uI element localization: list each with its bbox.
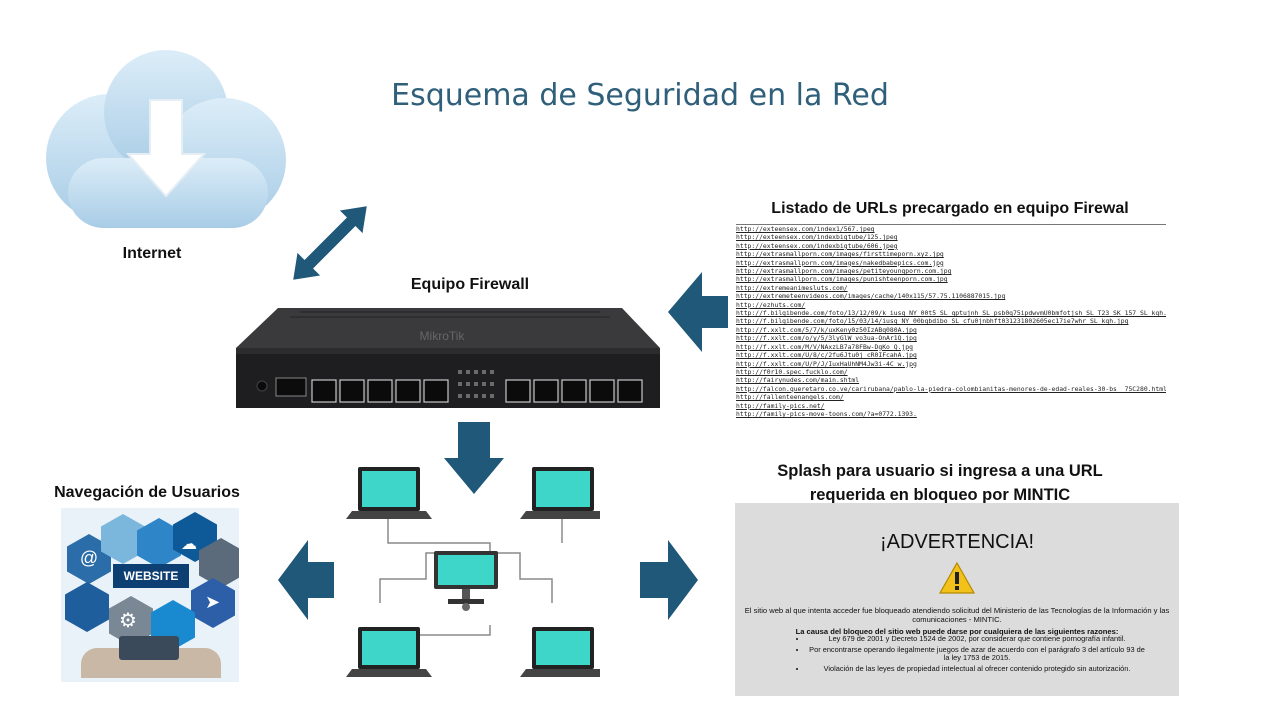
arrow-left-icon [278,540,334,620]
laptop-icon [119,636,179,660]
navigation-label: Navegación de Usuarios [54,484,240,501]
splash-label-line2: requerida en bloqueo por MINTIC [809,486,1071,504]
url-list-item: http://f.xxlt.com/M/V/NAxzLB7a78FBw-DgKo… [736,342,913,351]
diagram-title: Esquema de Seguridad en la Red [391,78,889,113]
arrow-right-icon [640,540,698,620]
warning-icon [939,561,975,594]
url-list-item: http://f.xxlt.com/U/8/c/2fu6Jtu0j_cR0IFc… [736,351,917,360]
at-sign-icon: @ [79,548,99,568]
url-list-item: http://f.xxlt.com/U/P/J/IuxHaUhNM4Jw3i-4… [736,359,917,368]
url-list-item: http://fairynudes.com/main.shtml [736,376,860,385]
cloud-download-icon [46,50,286,228]
url-list-item: http://family-pics.net/ [736,401,825,410]
url-list-item: http://exteensex.com/index1/567.jpeg [736,225,875,233]
url-list-item: http://f.xxlt.com/o/y/5/3lyGlW_vo3ua-OnA… [736,334,917,343]
internet-label: Internet [122,245,182,262]
url-list-item: http://extrasmallporn.com/images/nakedba… [736,258,944,267]
url-list-item: http://fallenteenangels.com/ [736,393,844,402]
desktop-monitor-icon [434,551,498,611]
url-list-item: http://extrasmallporn.com/images/petitey… [736,267,952,276]
url-list-item: http://extremeteenvideos.com/images/cach… [736,292,1006,301]
url-list-item: http://f0r10.spec.fucklo.com/ [736,367,848,376]
url-list-item: http://family-pics-move-toons.com/?a=077… [736,409,917,418]
laptop-icon [346,467,432,519]
double-arrow-icon [293,206,367,280]
url-list-item: http://extrasmallporn.com/images/punisht… [736,275,948,284]
url-list-item: http://f.bilgibende.com/foto/13/12/09/k_… [736,309,1166,318]
url-list-item: http://exteensex.com/indexbigtube/125.jp… [736,233,898,242]
laptop-icon [520,467,600,519]
arrow-down-icon [444,422,504,494]
arrow-left-icon [668,272,728,352]
splash-reason: Por encontrarse operando ilegalmente jue… [807,645,1147,663]
splash-body: El sitio web al que intenta acceder fue … [744,606,1170,624]
firewall-router-image: MikroTik [236,308,660,408]
url-list-item: http://f.bilgibende.com/foto/15/03/14/iu… [736,317,1129,326]
url-list-item: http://f.xxlt.com/5/7/k/uxKeny0z50IzABq0… [736,325,917,334]
url-list-item: http://exteensex.com/indexbigtube/606.jp… [736,241,898,250]
url-list-item: http://ezhuts.com/ [736,300,806,309]
laptop-icon [346,627,432,677]
website-navigation-image: WEBSITE @ ☁ ➤ ⚙ [61,508,239,682]
splash-label-line1: Splash para usuario si ingresa a una URL [777,462,1103,480]
router-brand: MikroTik [420,329,466,343]
user-network-diagram [346,467,600,677]
splash-reason: Violación de las leyes de propiedad inte… [807,664,1147,674]
firewall-label: Equipo Firewall [410,276,530,293]
cloud-icon: ☁ [181,536,197,553]
cursor-arrow-icon: ➤ [205,592,221,612]
splash-reasons-title: La causa del bloqueo del sitio web puede… [795,627,1119,636]
url-list-item: http://falcon.queretaro.co.ve/carirubana… [736,384,1166,393]
laptop-icon [520,627,600,677]
block-splash-page: ¡ADVERTENCIA! El sitio web al que intent… [735,503,1179,696]
url-list-item: http://extrasmallporn.com/images/firstti… [736,250,944,259]
gear-icon: ⚙ [119,610,137,632]
splash-reason: Ley 679 de 2001 y Decreto 1524 de 2002, … [807,634,1147,644]
splash-reasons-list: Ley 679 de 2001 y Decreto 1524 de 2002, … [795,634,1147,675]
website-badge: WEBSITE [113,564,189,588]
splash-heading: ¡ADVERTENCIA! [879,531,1035,553]
url-list-title: Listado de URLs precargado en equipo Fir… [771,200,1129,217]
url-list-item: http://extremeanimesluts.com/ [736,283,848,292]
